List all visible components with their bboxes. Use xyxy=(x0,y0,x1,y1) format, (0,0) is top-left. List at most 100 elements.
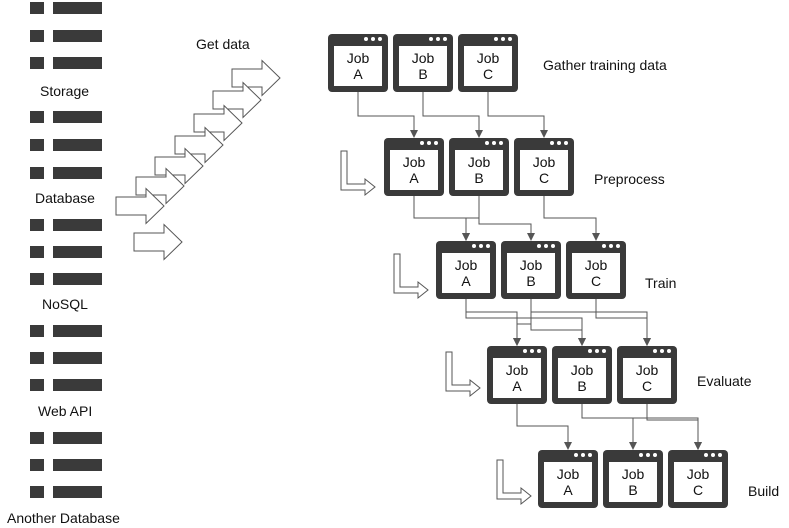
server-block-small xyxy=(30,352,44,364)
server-block-small xyxy=(30,57,44,69)
server-block-small xyxy=(30,432,44,444)
window-controls-icon xyxy=(420,141,438,147)
server-block-bar xyxy=(53,111,102,123)
window-controls-icon xyxy=(537,244,555,250)
job-title: Job xyxy=(556,466,580,482)
job-title: Job xyxy=(635,362,659,378)
job-connector-arrow xyxy=(462,196,480,241)
server-block-small xyxy=(30,273,44,285)
job-letter: B xyxy=(526,273,536,289)
job-letter: A xyxy=(563,482,573,498)
job-title: Job xyxy=(402,154,426,170)
server-block-small xyxy=(30,246,44,258)
job-connector-arrow xyxy=(581,404,637,450)
server-block-bar xyxy=(53,246,102,258)
stage-label-evaluate: Evaluate xyxy=(697,373,752,389)
server-block-small xyxy=(30,2,44,14)
data-flow-arrow xyxy=(115,187,165,225)
job-letter: B xyxy=(474,170,484,186)
job-letter: C xyxy=(692,482,704,498)
job-letter: B xyxy=(628,482,638,498)
window-controls-icon xyxy=(494,37,512,43)
server-block-bar xyxy=(53,273,102,285)
job-letter: A xyxy=(512,378,522,394)
job-connector-arrow xyxy=(487,92,548,138)
job-letter: A xyxy=(409,170,419,186)
server-block-bar xyxy=(53,2,102,14)
server-block-bar xyxy=(53,30,102,42)
job-letter: C xyxy=(590,273,602,289)
job-connector-arrow xyxy=(513,299,532,346)
job-title: Job xyxy=(346,50,370,66)
job-connector-arrow xyxy=(357,92,418,138)
server-block-bar xyxy=(53,486,102,498)
server-block-small xyxy=(30,486,44,498)
job-connector-arrow xyxy=(465,299,521,346)
window-controls-icon xyxy=(472,244,490,250)
job-connector-arrow xyxy=(516,404,572,450)
job-letter: A xyxy=(353,66,363,82)
window-controls-icon xyxy=(485,141,503,147)
job-title: Job xyxy=(467,154,491,170)
server-block-small xyxy=(30,111,44,123)
server-block-small xyxy=(30,167,44,179)
job-letter: C xyxy=(641,378,653,394)
server-block-bar xyxy=(53,352,102,364)
server-block-bar xyxy=(53,432,102,444)
server-block-small xyxy=(30,219,44,231)
server-block-small xyxy=(30,139,44,151)
source-label-storage: Storage xyxy=(40,83,90,99)
job-connector-arrow xyxy=(581,404,702,450)
source-label-another-database: Another Database xyxy=(7,510,120,526)
get-data-label: Get data xyxy=(196,36,250,52)
window-controls-icon xyxy=(653,349,671,355)
job-connector-arrow xyxy=(465,299,586,346)
server-block-bar xyxy=(53,57,102,69)
window-controls-icon xyxy=(639,453,657,459)
window-controls-icon xyxy=(364,37,382,43)
job-title: Job xyxy=(532,154,556,170)
job-connector-arrow xyxy=(530,299,651,346)
server-block-bar xyxy=(53,167,102,179)
data-flow-arrow xyxy=(133,223,183,261)
job-title: Job xyxy=(519,257,543,273)
data-flow-arrow xyxy=(231,59,281,97)
job-title: Job xyxy=(584,257,608,273)
server-block-bar xyxy=(53,379,102,391)
job-title: Job xyxy=(411,50,435,66)
job-connector-arrow xyxy=(543,196,600,241)
server-block-bar xyxy=(53,459,102,471)
job-title: Job xyxy=(686,466,710,482)
window-controls-icon xyxy=(523,349,541,355)
job-connector-arrow xyxy=(646,404,702,450)
server-block-bar xyxy=(53,139,102,151)
window-controls-icon xyxy=(588,349,606,355)
stage-entry-arrow xyxy=(393,253,429,300)
job-letter: B xyxy=(577,378,587,394)
server-block-small xyxy=(30,379,44,391)
job-connector-arrow xyxy=(530,299,586,346)
source-label-web-api: Web API xyxy=(38,403,93,419)
server-block-small xyxy=(30,325,44,337)
data-flow-arrow xyxy=(212,81,262,119)
